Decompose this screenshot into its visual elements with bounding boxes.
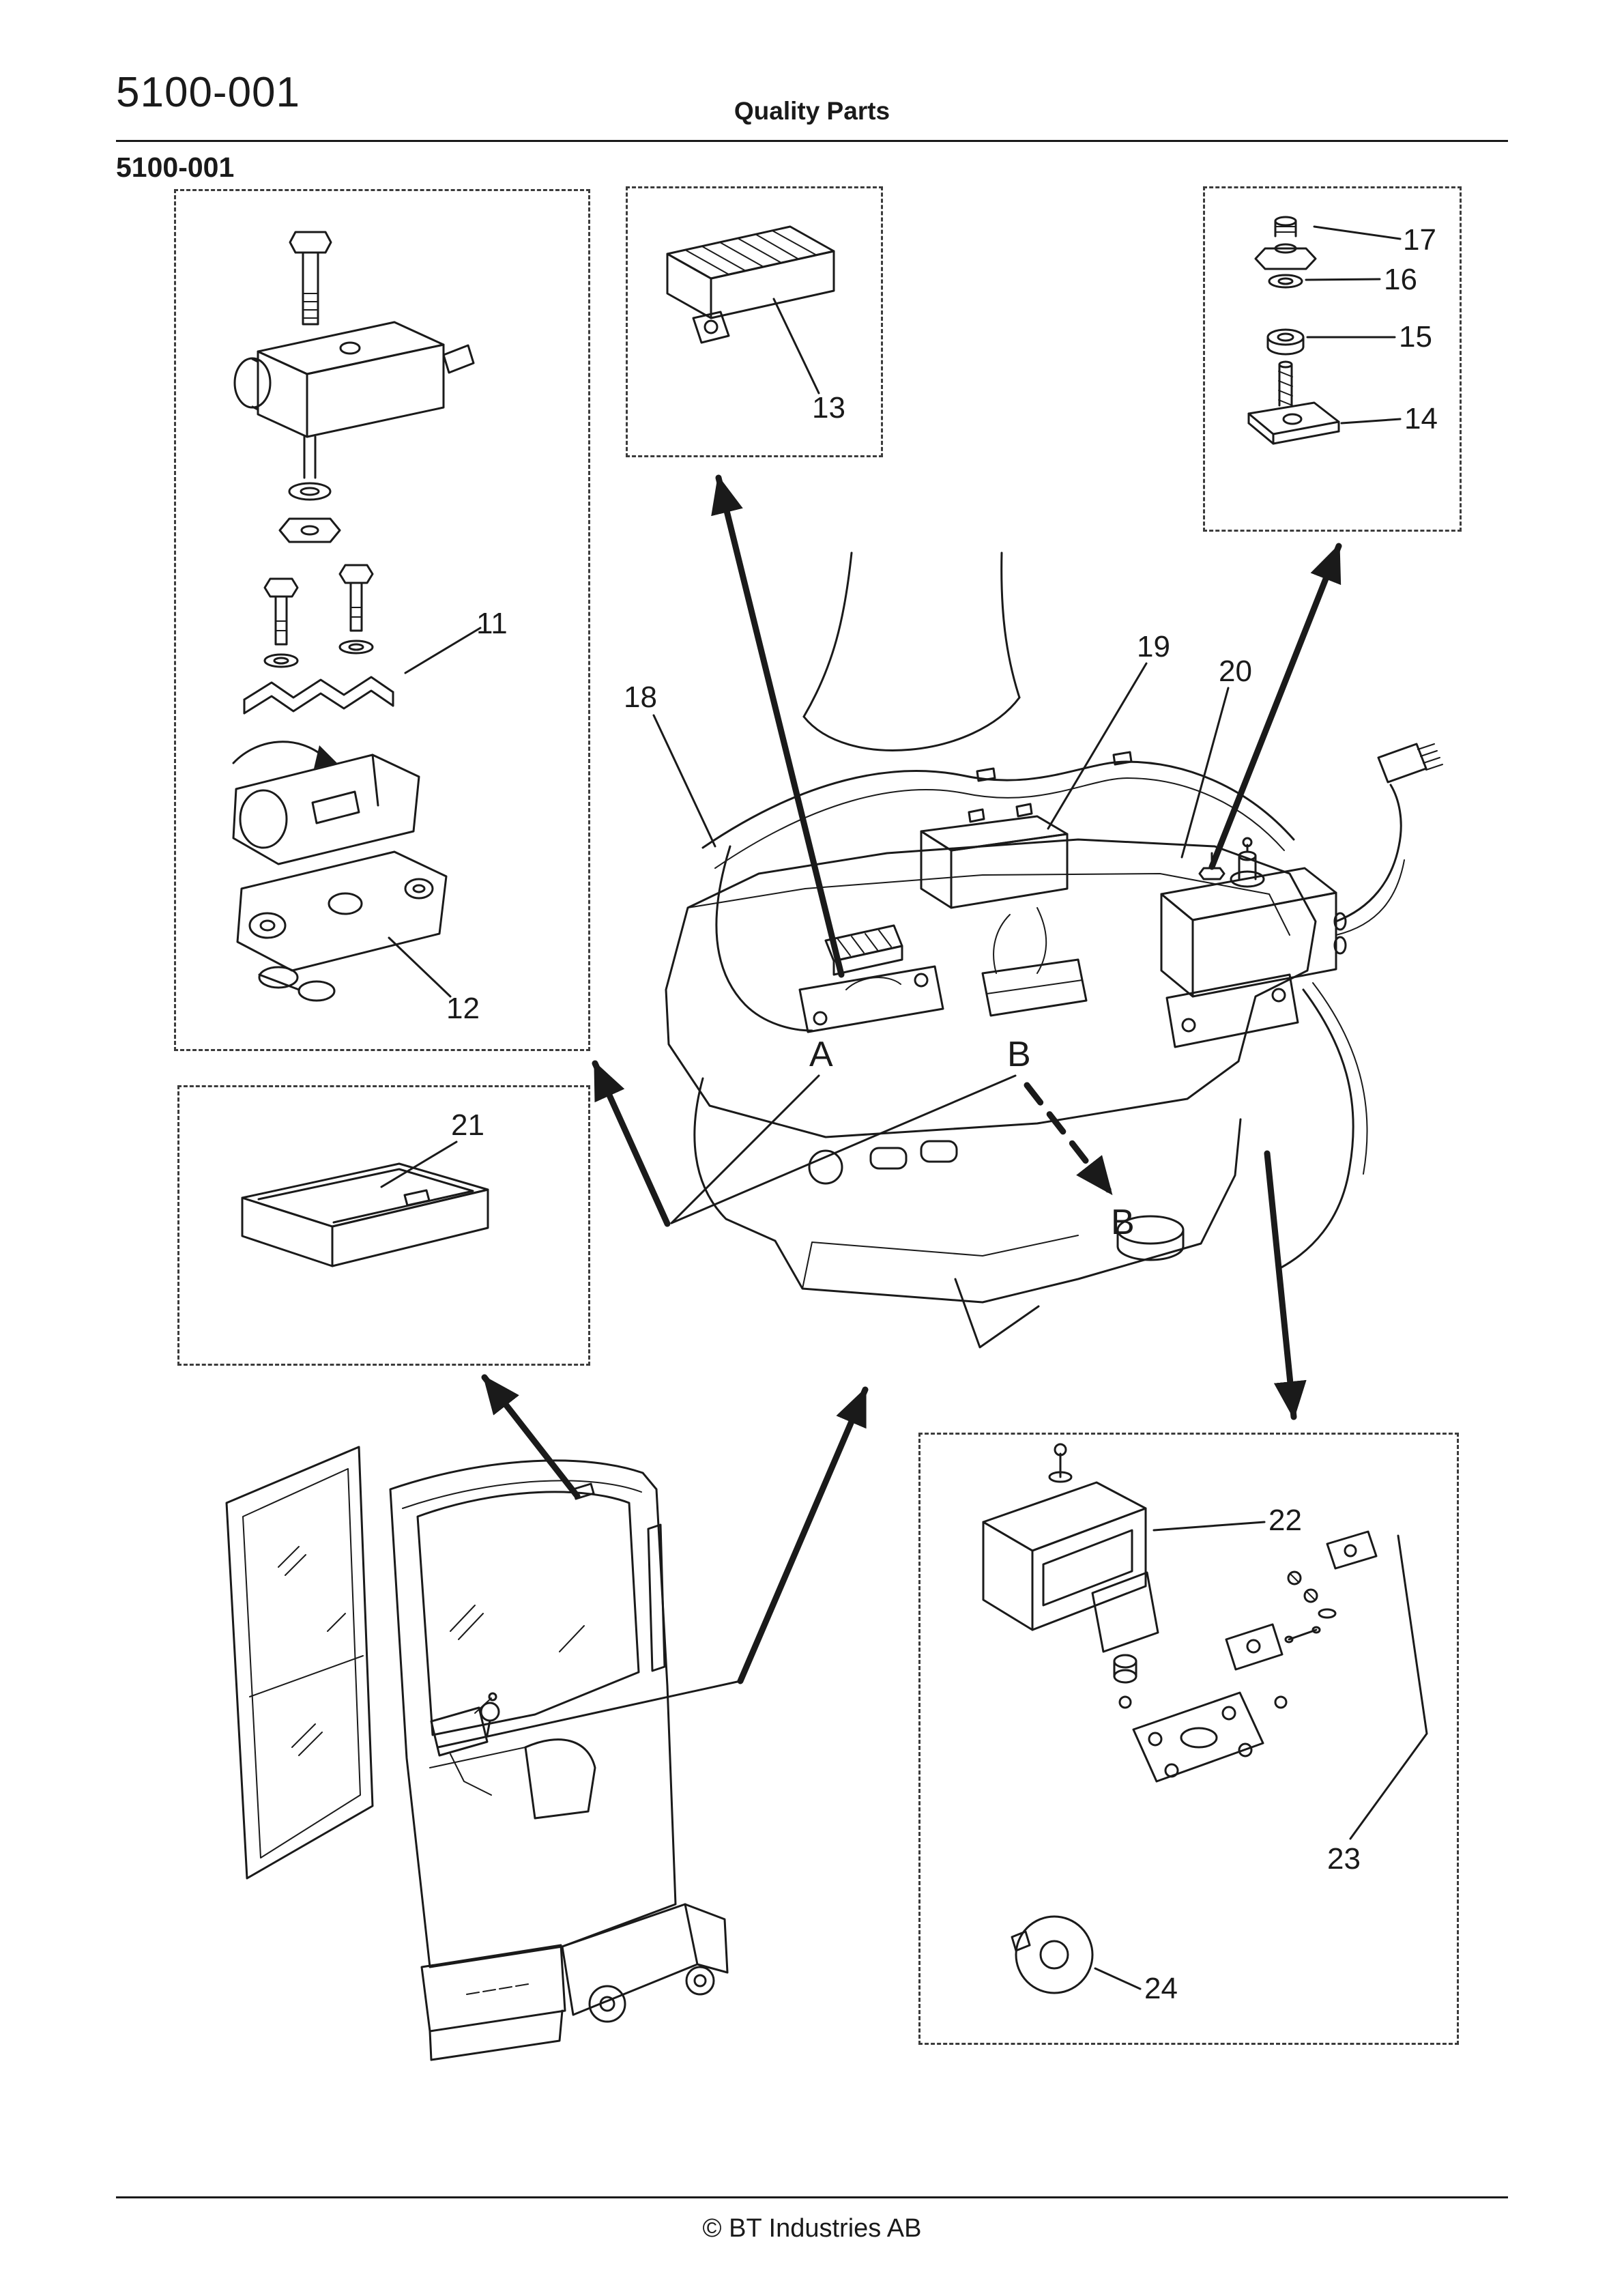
exploded-view-part-13: 13 [666, 225, 845, 425]
wiring-harness [701, 751, 1368, 1269]
ref-label-a: A [809, 1035, 833, 1074]
ref-label-b: B [1007, 1035, 1031, 1074]
part-12-drawing [232, 741, 452, 1002]
callout-15: 15 [1399, 320, 1432, 354]
callout-20: 20 [1219, 655, 1252, 688]
part-17-drawing [1254, 216, 1402, 270]
cab-base [420, 1903, 729, 2061]
exploded-view-parts-14-17: 17 16 15 [1247, 216, 1438, 445]
detail-box-part-21: 21 [177, 1085, 590, 1366]
callout-21: 21 [451, 1108, 484, 1142]
harness-connector [1335, 743, 1443, 936]
main-assembly-drawing: 18 19 20 A B B [624, 551, 1443, 1349]
part-23-drawing [1118, 1530, 1428, 1840]
callout-leader-lines [652, 662, 1230, 1224]
cabin-overview-drawing [225, 1446, 729, 2061]
contactor-assembly [1160, 837, 1347, 1048]
callout-22: 22 [1268, 1504, 1302, 1537]
exploded-view-part-21: 21 [241, 1108, 489, 1267]
relay-box-part-19 [920, 803, 1069, 909]
bracket-a [798, 965, 944, 1033]
detail-box-parts-11-12: 11 12 [174, 189, 590, 1051]
part-21-drawing [241, 1140, 489, 1267]
callout-16: 16 [1384, 263, 1417, 296]
callout-11: 11 [476, 607, 508, 640]
cab-door-open [225, 1446, 374, 1880]
section-title: 5100-001 [116, 152, 235, 183]
part-22-drawing [982, 1443, 1266, 1684]
callout-17: 17 [1403, 223, 1436, 257]
exploded-view-parts-22-24: 22 [982, 1443, 1428, 2005]
detail-box-part-13: 13 [626, 186, 883, 457]
part-11-drawing [243, 564, 482, 715]
ref-label-b-target: B [1111, 1203, 1135, 1242]
detail-box-parts-22-24: 22 [918, 1433, 1459, 2045]
callout-24: 24 [1144, 1972, 1178, 2005]
part-13-drawing [666, 225, 835, 394]
header-rule [116, 140, 1508, 142]
doc-number: 5100-001 [116, 69, 301, 116]
callout-13: 13 [812, 391, 845, 425]
cab-body [389, 1459, 677, 1968]
connector-b-box [981, 914, 1088, 1017]
part-15-drawing [1266, 328, 1396, 356]
exploded-view-parts-11-12: 11 12 [232, 231, 508, 1025]
sensor-switch-drawing [233, 231, 475, 543]
callout-19: 19 [1137, 630, 1170, 663]
mast-tiller-lines [802, 551, 1021, 751]
chassis-lower-part [693, 1077, 1242, 1349]
detail-box-parts-14-17: 17 16 15 [1203, 186, 1462, 532]
cab-interior [429, 1692, 596, 1820]
callout-14: 14 [1404, 402, 1438, 435]
resistor-installed [824, 924, 903, 976]
callout-12: 12 [446, 992, 480, 1025]
footer-rule [116, 2196, 1508, 2198]
page-title: Quality Parts [734, 97, 890, 125]
part-16-drawing [1268, 274, 1381, 289]
callout-23: 23 [1327, 1842, 1361, 1876]
callout-18: 18 [624, 680, 657, 714]
footer-text: © BT Industries AB [702, 2214, 922, 2243]
part-14-drawing [1247, 360, 1402, 445]
part-24-drawing [1011, 1915, 1142, 1994]
